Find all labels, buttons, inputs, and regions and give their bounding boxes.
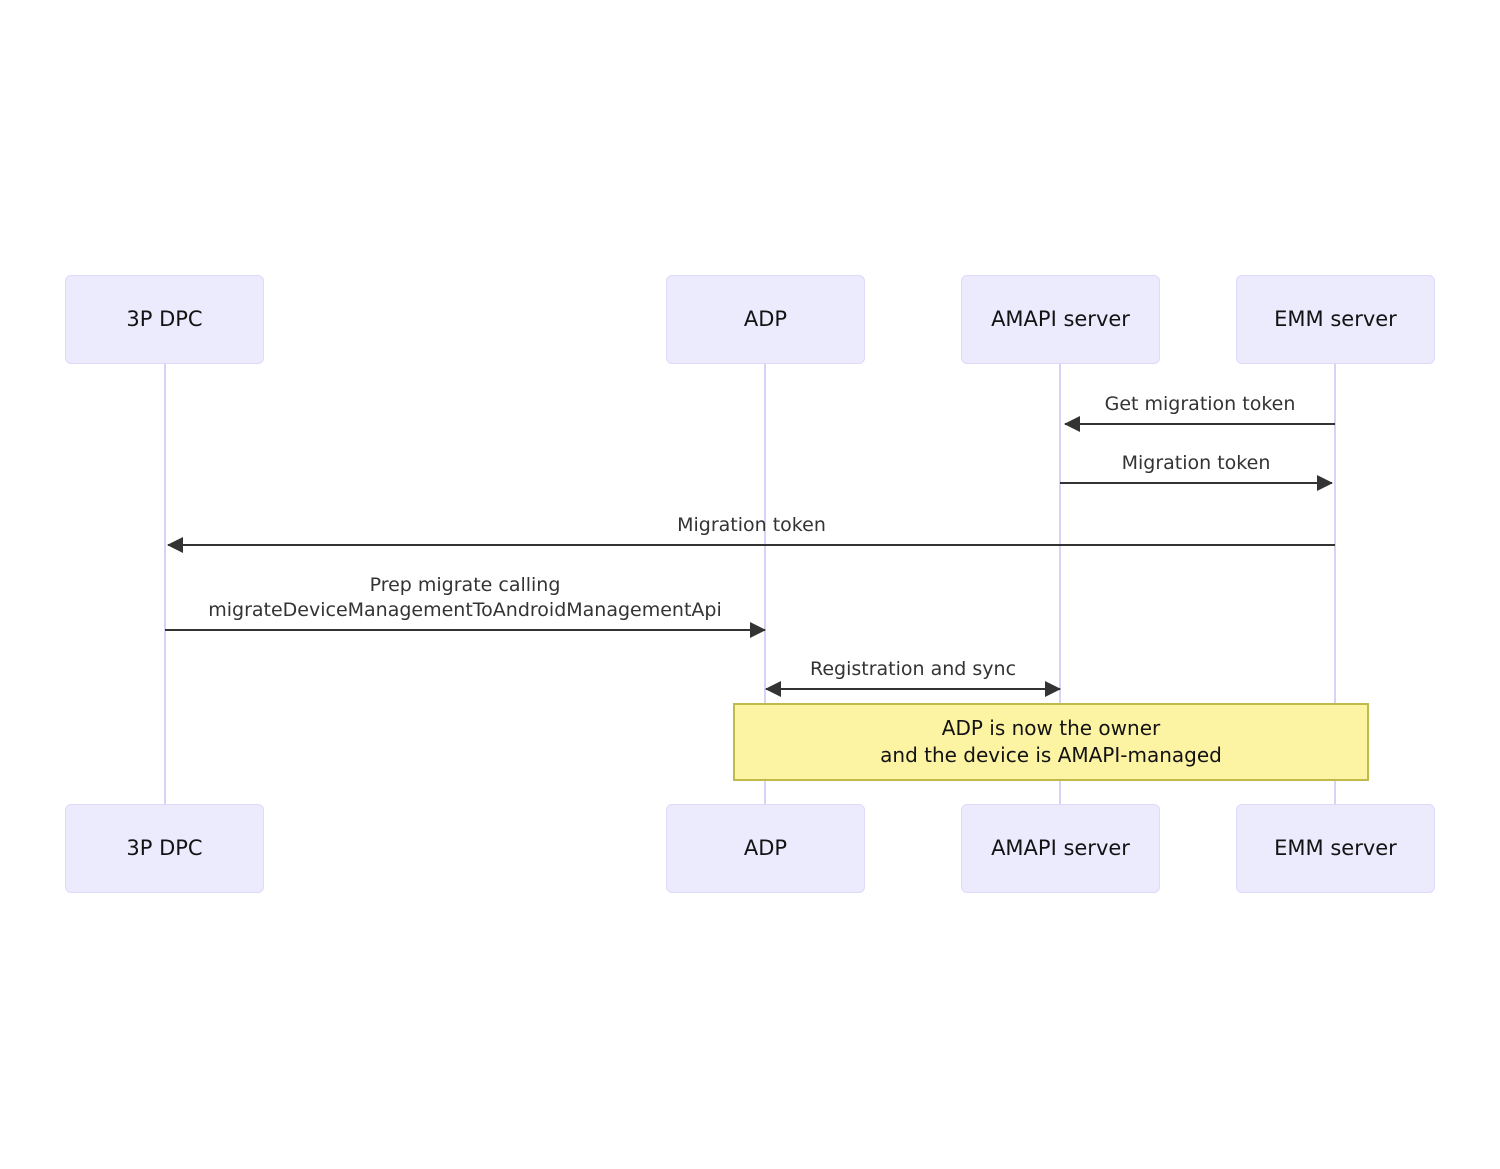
message-label: Registration and sync	[809, 658, 1017, 680]
participant-3p-dpc-bottom[interactable]: 3P DPC	[65, 804, 264, 893]
arrowhead-right-icon	[1317, 475, 1333, 491]
message-line	[1065, 423, 1335, 425]
message-label: Prep migrate calling migrateDeviceManage…	[208, 574, 722, 621]
message-label: Get migration token	[1104, 393, 1296, 415]
participant-amapi-top[interactable]: AMAPI server	[961, 275, 1160, 364]
arrowhead-right-icon	[750, 622, 766, 638]
participant-emm-bottom[interactable]: EMM server	[1236, 804, 1435, 893]
message-get-migration-token[interactable]: Get migration token	[1064, 373, 1335, 432]
participant-label: ADP	[743, 306, 788, 331]
lifeline-emm	[1334, 364, 1336, 804]
message-prep-migrate[interactable]: Prep migrate calling migrateDeviceManage…	[165, 553, 766, 638]
message-migration-token-amapi-to-emm[interactable]: Migration token	[1060, 432, 1333, 491]
participant-amapi-bottom[interactable]: AMAPI server	[961, 804, 1160, 893]
message-label: Migration token	[1121, 452, 1271, 474]
participant-label: AMAPI server	[991, 835, 1130, 860]
participant-label: 3P DPC	[126, 835, 203, 860]
lifeline-3p-dpc	[164, 364, 166, 804]
arrowhead-left-icon	[1064, 416, 1080, 432]
message-line	[766, 688, 1060, 690]
message-line	[1060, 482, 1332, 484]
participant-3p-dpc-top[interactable]: 3P DPC	[65, 275, 264, 364]
lifeline-adp	[764, 364, 766, 804]
message-registration-and-sync[interactable]: Registration and sync	[765, 638, 1061, 697]
lifeline-amapi	[1059, 364, 1061, 804]
participant-label: 3P DPC	[126, 306, 203, 331]
participant-adp-top[interactable]: ADP	[666, 275, 865, 364]
participant-label: EMM server	[1274, 306, 1397, 331]
message-migration-token-emm-to-dpc[interactable]: Migration token	[167, 494, 1335, 553]
participant-emm-top[interactable]: EMM server	[1236, 275, 1435, 364]
message-line	[165, 629, 765, 631]
arrowhead-left-icon	[765, 681, 781, 697]
participant-label: ADP	[743, 835, 788, 860]
arrowhead-right-icon	[1045, 681, 1061, 697]
participant-adp-bottom[interactable]: ADP	[666, 804, 865, 893]
note-line-2: and the device is AMAPI-managed	[880, 743, 1222, 767]
message-label: Migration token	[677, 514, 826, 536]
message-line	[168, 544, 1335, 546]
note-line-1: ADP is now the owner	[941, 716, 1161, 740]
participant-label: AMAPI server	[991, 306, 1130, 331]
participant-label: EMM server	[1274, 835, 1397, 860]
note-adp-owner: ADP is now the owner and the device is A…	[733, 703, 1369, 781]
arrowhead-left-icon	[167, 537, 183, 553]
